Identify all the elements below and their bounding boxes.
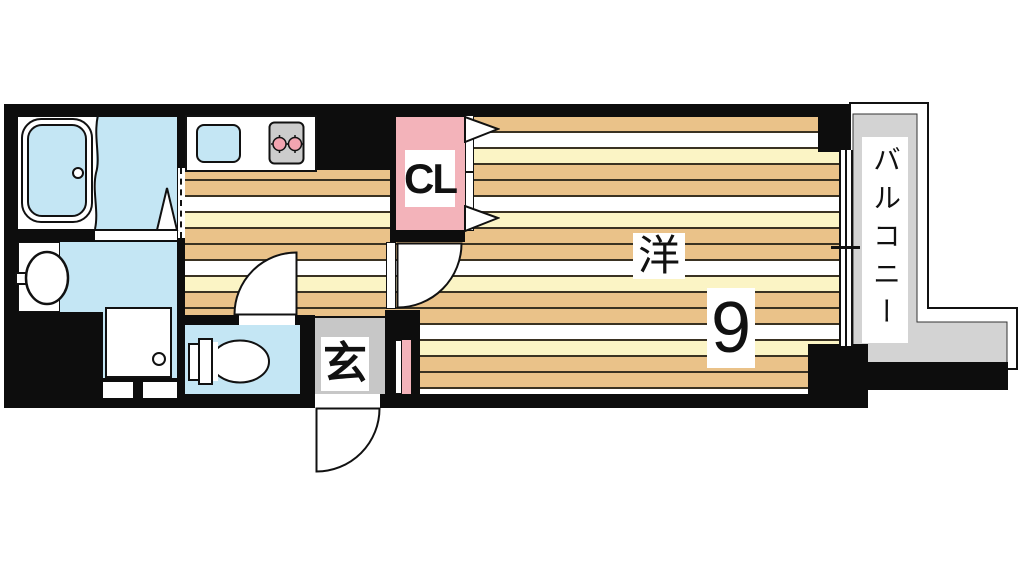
wall-entrance-right	[385, 340, 395, 394]
closet-door-track	[465, 115, 474, 231]
label-main-room: 洋	[633, 233, 685, 279]
wall-toilet-right	[300, 315, 315, 394]
ceiling-break-strip	[178, 168, 185, 238]
label-closet-text: CL	[404, 154, 458, 202]
wall-closet-left	[390, 115, 396, 242]
bath-partition-curve	[93, 115, 99, 229]
label-entrance: 玄	[321, 337, 369, 391]
sliding-window-meeting-tick	[831, 246, 860, 249]
wall-kitchen-block	[317, 104, 392, 170]
label-main-room-size-text: 9	[710, 288, 752, 368]
shoe-cabinet-strip	[395, 340, 402, 394]
kitchen-sink-icon	[196, 124, 241, 163]
wall-bottom-left	[4, 394, 311, 408]
closet-track-divider	[466, 171, 473, 173]
wall-bath-right	[177, 115, 185, 394]
wall-left	[4, 104, 18, 408]
toilet-swing-door-icon	[233, 251, 298, 316]
room-swing-door-icon	[396, 242, 463, 309]
wall-closet-bottom	[390, 230, 465, 242]
bifold-door-icon	[155, 187, 179, 231]
closet-bifold-arrow-top	[464, 116, 500, 143]
washing-machine-pan-icon	[105, 307, 172, 378]
bathroom-door-opening	[95, 230, 177, 241]
label-main-room-size: 9	[707, 288, 755, 368]
wall-corner-top-right	[818, 104, 850, 152]
bathtub-drain	[72, 167, 84, 179]
two-burner-stove-icon	[268, 121, 305, 165]
room-door-frame	[386, 242, 396, 309]
label-main-room-text: 洋	[637, 232, 680, 279]
wall-corner-bottom-right	[808, 344, 868, 408]
wall-niche-right	[143, 382, 177, 398]
wall-shoebox-right	[411, 340, 420, 394]
label-entrance-text: 玄	[323, 339, 367, 388]
shoe-cabinet	[402, 340, 411, 394]
entrance-swing-door-icon	[315, 407, 381, 473]
label-closet: CL	[404, 150, 458, 207]
bathtub-icon	[21, 118, 93, 223]
entrance-door-opening	[315, 394, 380, 408]
washbasin-icon	[15, 250, 70, 306]
label-balcony: バルコニー	[862, 137, 908, 343]
closet-bifold-arrow-bottom	[464, 205, 500, 232]
wall-top	[4, 104, 850, 117]
wall-washroom-corner	[18, 312, 103, 394]
wall-entrance-cap	[385, 310, 420, 340]
wall-bottom-main	[311, 394, 810, 408]
wall-niche-left	[103, 382, 133, 398]
washing-machine-drain	[152, 352, 166, 366]
ceiling-break-dashed-line	[180, 168, 182, 238]
toilet-icon	[188, 338, 270, 385]
toilet-door-opening	[239, 315, 295, 325]
wall-balcony-bottom	[866, 362, 1008, 390]
label-balcony-text: バルコニー	[870, 145, 901, 335]
